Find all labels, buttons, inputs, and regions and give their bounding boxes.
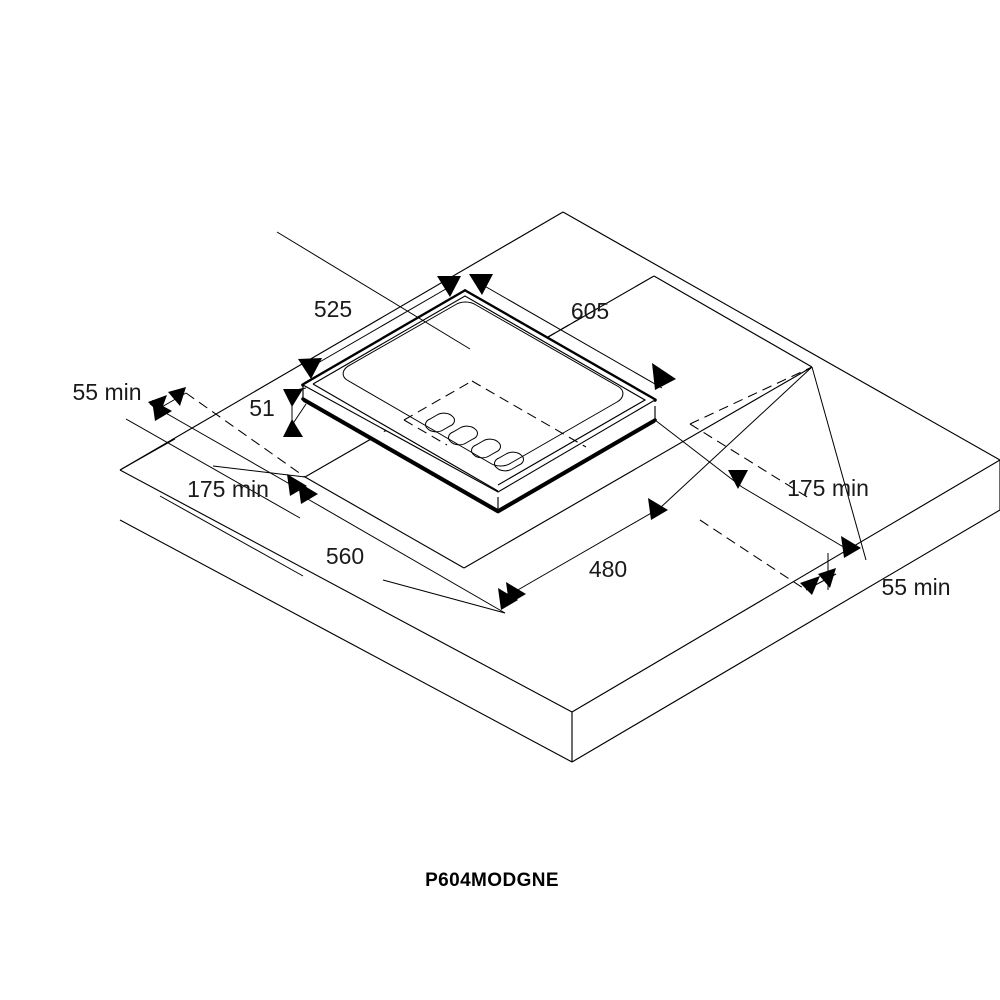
control-panel-outline	[403, 380, 587, 448]
dimension-label-clearance-rear: 55 min	[72, 379, 141, 405]
dimension-label-cutout-width: 560	[326, 543, 364, 569]
hob-cooking-surface	[342, 301, 624, 467]
control-knob[interactable]	[425, 412, 455, 433]
dimension-cutout-depth	[506, 366, 813, 604]
control-knob[interactable]	[448, 425, 478, 446]
dimension-hob-depth	[276, 231, 471, 379]
dimension-clearance-right	[654, 366, 867, 561]
dimension-label-hob-height: 51	[249, 395, 275, 421]
dimension-label-clearance-left: 175 min	[187, 476, 269, 502]
dimension-clearance-left	[119, 400, 307, 519]
dimension-label-clearance-right: 175 min	[787, 475, 869, 501]
model-number-caption: P604MODGNE	[425, 870, 559, 891]
dimension-clearance-front	[699, 519, 837, 595]
dimension-labels: 525 605 51 560 480 175 min 175 min 55 mi…	[72, 296, 950, 600]
dimension-cutout-width	[159, 482, 518, 614]
control-knob[interactable]	[494, 451, 524, 472]
dimension-hob-height	[283, 387, 307, 437]
worktop-thickness	[119, 460, 1000, 763]
dimension-label-hob-width: 605	[571, 298, 609, 324]
control-knob-group[interactable]	[425, 412, 524, 472]
dimension-label-clearance-front: 55 min	[881, 574, 950, 600]
hob-appliance	[301, 289, 657, 514]
dimension-label-hob-depth: 525	[314, 296, 352, 322]
dimension-label-cutout-depth: 480	[589, 556, 627, 582]
dimension-hob-width	[469, 274, 676, 390]
control-knob[interactable]	[471, 438, 501, 459]
